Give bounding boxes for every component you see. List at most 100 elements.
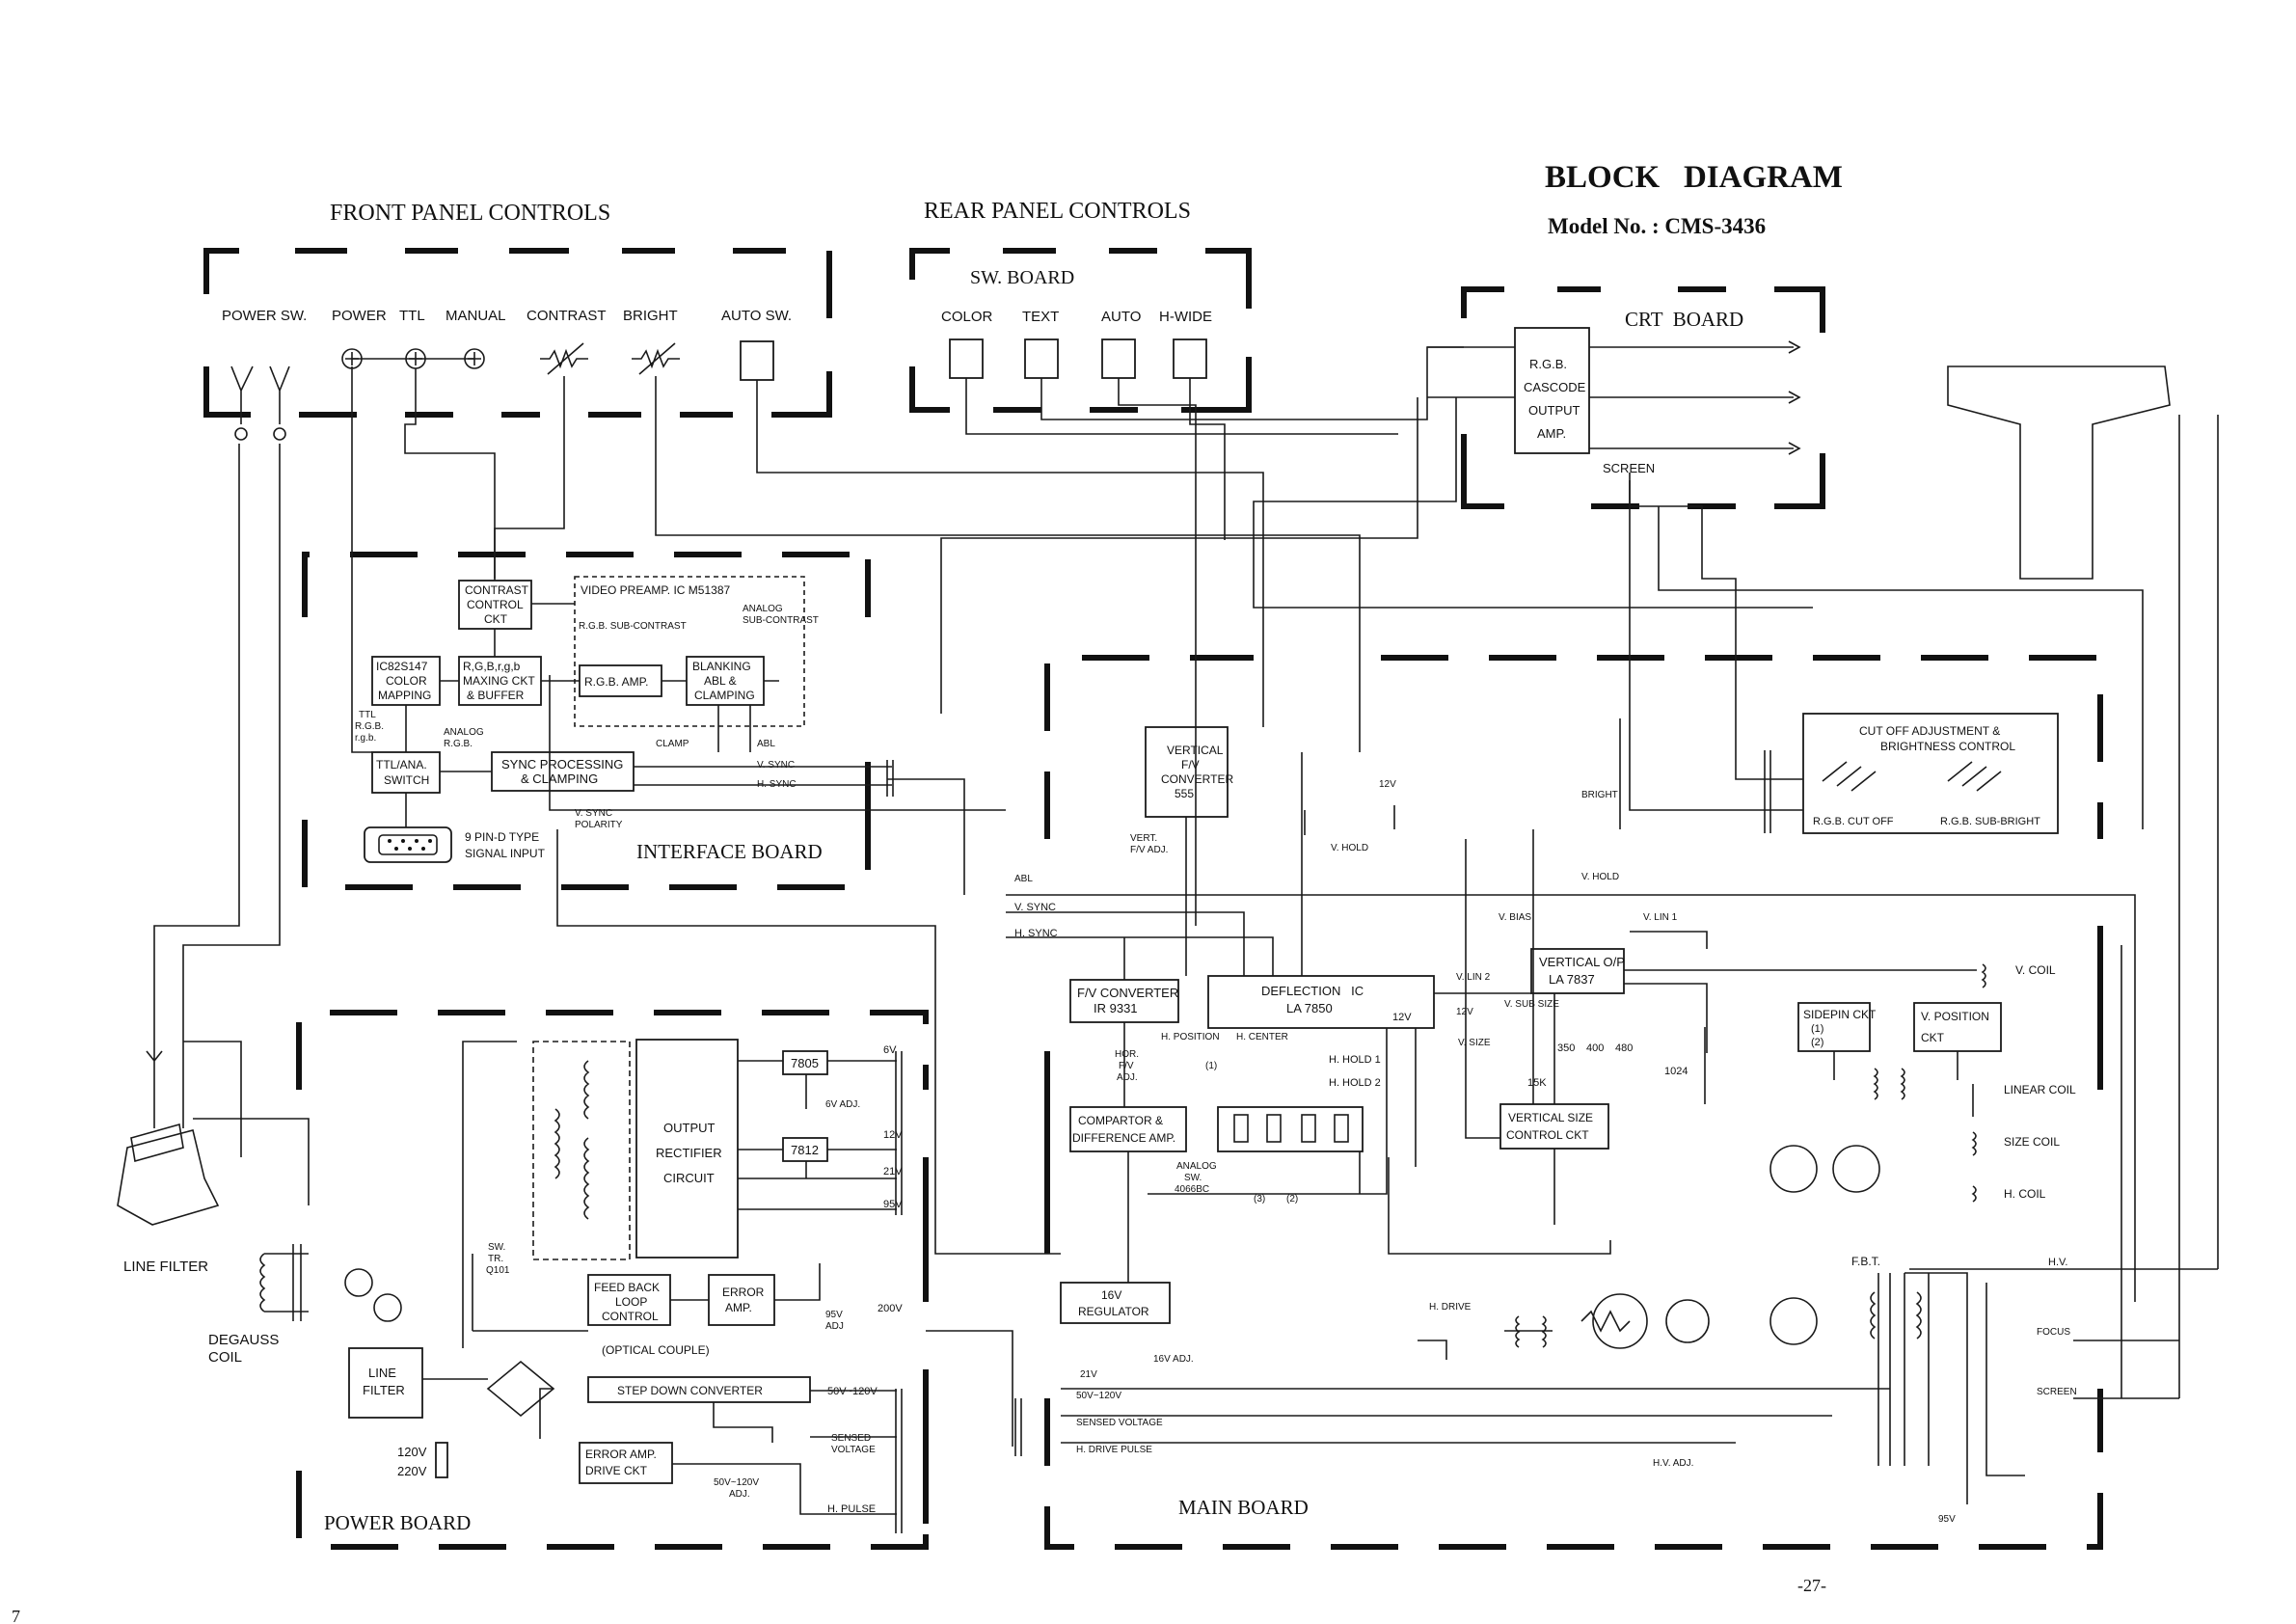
v-hold-bus-label: V. HOLD (1581, 872, 1619, 882)
defl-l1: DEFLECTION IC (1261, 984, 1364, 998)
fp-power-label: POWER (332, 308, 387, 324)
analog-rgb-l1: ANALOG (444, 727, 484, 738)
vop-l2: LA 7837 (1549, 972, 1595, 987)
defl-l2: LA 7850 (1286, 1001, 1333, 1015)
hor-fv-l1: HOR. (1115, 1049, 1139, 1060)
vfv-adj-l2: F/V ADJ. (1130, 845, 1168, 855)
blanking-l1: BLANKING (692, 660, 751, 673)
maxing-l3: & BUFFER (467, 689, 525, 702)
error-amp-box (708, 1274, 775, 1326)
p2-label: (2) (1286, 1194, 1298, 1204)
rp-text-label: TEXT (1022, 309, 1059, 325)
if-v-sync-label: V. SYNC (757, 760, 795, 771)
output-transistor-icons (1592, 1145, 1880, 1349)
cutoff-l1: CUT OFF ADJUSTMENT & (1859, 724, 2000, 738)
vpos-l2: CKT (1921, 1031, 1945, 1044)
reg16-l1: 16V (1101, 1288, 1121, 1302)
cascode-line2: CASCODE (1524, 380, 1586, 394)
size-350: 350 (1557, 1042, 1575, 1054)
text-switch-icon[interactable] (1024, 338, 1059, 379)
stepdown-label: STEP DOWN CONVERTER (617, 1384, 763, 1397)
ed-l2: DRIVE CKT (585, 1464, 648, 1477)
contrast-ckt-l1: CONTRAST (465, 583, 529, 597)
maxing-l1: R,G,B,r,g,b (463, 660, 521, 673)
pb-adj-l2: ADJ. (729, 1489, 750, 1500)
pb-6v-adj: 6V ADJ. (825, 1099, 860, 1110)
main-50-120: 50V~120V (1076, 1391, 1121, 1401)
fp-contrast-label: CONTRAST (527, 308, 607, 324)
analog-switch-icons (1233, 1114, 1349, 1143)
v-hold-label: V. HOLD (1331, 843, 1368, 853)
v-size-label: V. SIZE (1458, 1038, 1491, 1048)
front-panel: FRONT PANEL CONTROLS POWER SW. POWER TTL… (203, 201, 832, 441)
sidepin-l2: (1) (1811, 1023, 1823, 1035)
ttl-sw-l1: TTL/ANA. (376, 758, 427, 771)
ttl-rgb-l2: R.G.B. (355, 721, 384, 732)
coil-icons (1515, 963, 1986, 1348)
hor-fv-l3: ADJ. (1117, 1072, 1138, 1083)
corner-mark: 7 (12, 1607, 20, 1624)
thermistor-icons (344, 1268, 402, 1322)
voltage-selector-icon[interactable] (435, 1442, 448, 1478)
auto-switch-icon[interactable] (740, 340, 774, 381)
sidepin-l1: SIDEPIN CKT (1803, 1008, 1877, 1021)
fp-ttl-label: TTL (399, 308, 425, 324)
crt-board: CRT BOARD R.G.B. CASCODE OUTPUT AMP. SCR… (1427, 286, 1825, 509)
diagram-title: BLOCK DIAGRAM (1545, 160, 1843, 195)
rgb-amp-label: R.G.B. AMP. (584, 675, 648, 689)
abl-label: ABL (757, 739, 775, 749)
fp-auto-sw-label: AUTO SW. (721, 308, 792, 324)
v220-label: 220V (397, 1464, 427, 1478)
pb-21v: 21V (883, 1166, 903, 1177)
interface-board-title: INTERFACE BOARD (636, 840, 823, 863)
rp-auto-label: AUTO (1101, 309, 1141, 325)
cutoff-adjust-box (1802, 713, 2059, 834)
linear-coil-label: LINEAR COIL (2004, 1083, 2076, 1096)
line-filter-box (348, 1347, 423, 1419)
sensed-voltage-label: SENSED VOLTAGE (1076, 1418, 1163, 1428)
v-position-box (1913, 1002, 2002, 1052)
asw-l2: SW. (1184, 1173, 1202, 1183)
dsub-connector-icon (364, 826, 452, 863)
analog-rgb-l2: R.G.B. (444, 739, 473, 749)
color-switch-icon[interactable] (949, 338, 984, 379)
power-switch-icon (230, 365, 290, 441)
vfv-l3: CONVERTER (1161, 772, 1233, 786)
line-filter-label: LINE FILTER (123, 1259, 208, 1275)
hwide-switch-icon[interactable] (1173, 338, 1207, 379)
fb-l1: FEED BACK (594, 1281, 660, 1294)
ttl-sw-l2: SWITCH (384, 773, 429, 787)
size-coil-label: SIZE COIL (2004, 1135, 2060, 1149)
main-abl-label: ABL (1014, 874, 1033, 884)
maxing-ckt-box (458, 656, 542, 706)
pb-adj-l1: 50V~120V (714, 1477, 759, 1488)
hv-adj-label: H.V. ADJ. (1653, 1458, 1693, 1469)
vpos-l1: V. POSITION (1921, 1010, 1989, 1023)
step-down-box (587, 1376, 811, 1403)
v-sync-pol-l1: V. SYNC (575, 808, 612, 819)
pb-6v: 6V (883, 1044, 897, 1056)
p1-label: (1) (1205, 1061, 1217, 1071)
h-hold1-label: H. HOLD 1 (1329, 1054, 1381, 1066)
rp-hwide-label: H-WIDE (1159, 309, 1212, 325)
sensed-l2: VOLTAGE (831, 1445, 876, 1455)
regulator-16v-box (1060, 1282, 1171, 1324)
error-drive-box (579, 1442, 673, 1484)
rgb-sub-contrast-label: R.G.B. SUB-CONTRAST (579, 621, 687, 632)
h-center-label: H. CENTER (1236, 1032, 1288, 1042)
power-board: POWER BOARD LINE FILTER DEGAUSS COIL LIN… (117, 1010, 929, 1550)
sidepin-ckt-box (1797, 1002, 1871, 1052)
sync-processing-box (491, 751, 635, 792)
cascode-line4: AMP. (1537, 426, 1566, 441)
auto-rear-switch-icon[interactable] (1101, 338, 1136, 379)
color-map-l1: IC82S147 (376, 660, 428, 673)
transformer-coil-icons (554, 1060, 590, 1220)
color-map-l3: MAPPING (378, 689, 431, 702)
rp-color-label: COLOR (941, 309, 993, 325)
rear-panel-title: REAR PANEL CONTROLS (924, 199, 1191, 224)
sw-board-label: SW. BOARD (970, 267, 1074, 288)
signal-input-l1: 9 PIN-D TYPE (465, 830, 539, 844)
main-95v: 95V (1938, 1514, 1956, 1525)
interface-board: INTERFACE BOARD CONTRAST CONTROL CKT VID… (302, 552, 894, 890)
contrast-ckt-l2: CONTROL (467, 598, 524, 611)
